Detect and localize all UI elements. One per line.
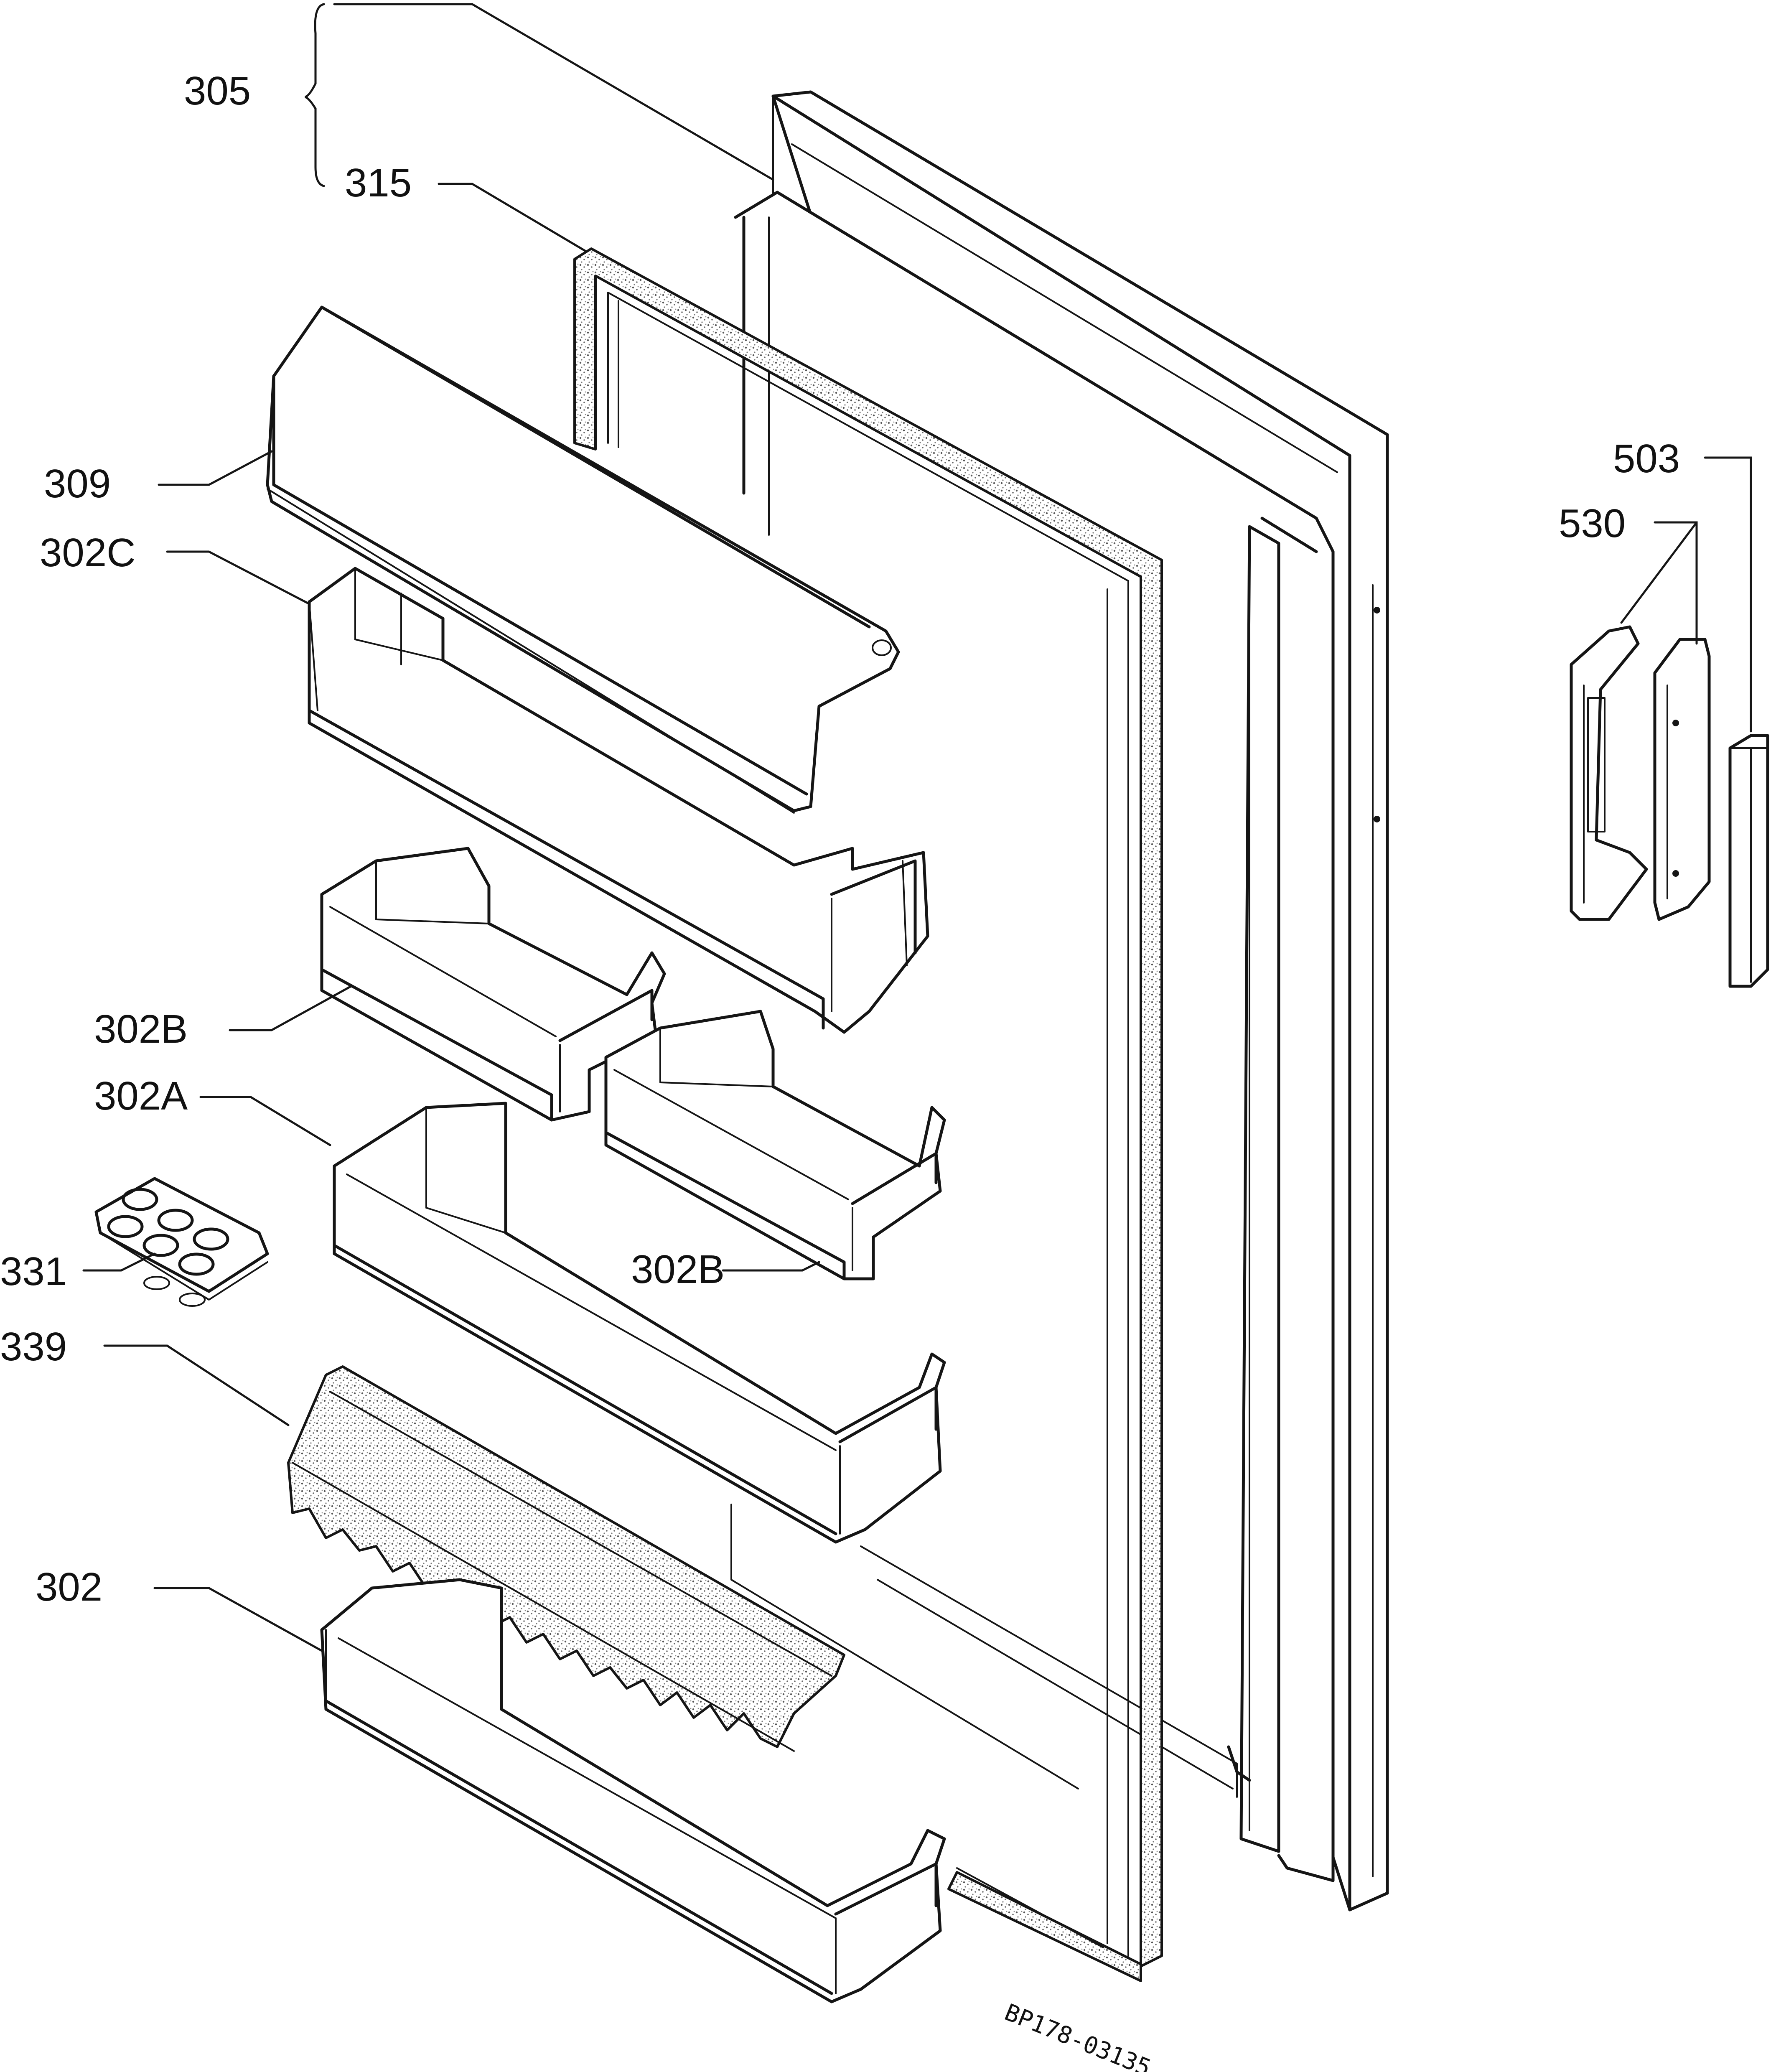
label-309: 309: [44, 461, 111, 506]
leader-lines: [82, 3, 1752, 1652]
dairy-lid: [266, 305, 900, 814]
hinge-bracket: [1570, 625, 1648, 921]
door-gasket: [573, 247, 1163, 1982]
small-shelf-left: [320, 847, 666, 1122]
label-331: 331: [0, 1249, 67, 1294]
label-302: 302: [36, 1565, 102, 1609]
label-530: 530: [1559, 501, 1626, 546]
small-shelf-right: [604, 1010, 946, 1280]
label-503: 503: [1613, 436, 1680, 481]
label-302b-left: 302B: [94, 1007, 188, 1051]
drawing-code: BP178-03135: [1001, 1999, 1155, 2072]
label-305: 305: [184, 69, 251, 113]
label-339: 339: [0, 1324, 67, 1369]
egg-tray: [94, 1177, 269, 1307]
hinge-cover-strip: [1728, 734, 1769, 988]
hinge-plate: [1653, 638, 1711, 921]
label-302c: 302C: [40, 530, 136, 575]
dairy-shelf: [308, 567, 929, 1034]
label-302a: 302A: [94, 1074, 188, 1118]
bottom-shelf: [320, 1578, 946, 2003]
label-302b-right: 302B: [631, 1247, 725, 1292]
label-315: 315: [345, 160, 412, 205]
large-shelf-a: [333, 1102, 946, 1544]
bottle-retainer: [287, 1365, 845, 1752]
